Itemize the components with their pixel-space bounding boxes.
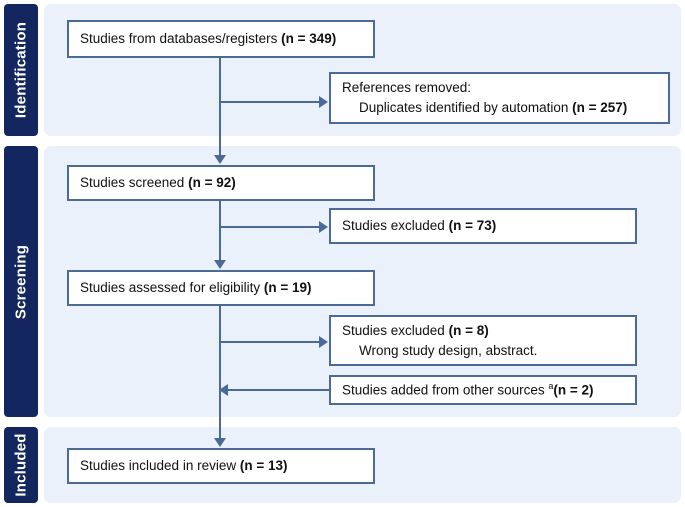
box-studies-included-line1: Studies included in review (n = 13)	[80, 456, 362, 476]
connector-studies-added-to-trunk	[228, 389, 331, 391]
connector-databases-to-references-removed	[219, 101, 322, 103]
box-references-removed[interactable]: References removed: Duplicates identifie…	[329, 72, 670, 124]
connector-assessed-to-included	[219, 305, 221, 439]
box-studies-added-superscript-a: a	[548, 380, 554, 391]
box-studies-excluded-eligibility-line1: Studies excluded (n = 8)	[342, 321, 624, 341]
stage-label-identification: Identification	[12, 21, 30, 119]
connector-screened-to-excluded	[219, 226, 322, 228]
arrowhead-studies-excluded-eligibility	[319, 336, 328, 348]
stage-label-included: Included	[12, 433, 30, 497]
connector-databases-to-screened	[219, 57, 221, 156]
box-studies-from-databases-text: Studies from databases/registers	[80, 31, 282, 47]
stage-band-screening: Screening	[4, 146, 38, 417]
box-studies-excluded-eligibility[interactable]: Studies excluded (n = 8) Wrong study des…	[329, 315, 637, 366]
arrowhead-studies-excluded-screened	[319, 221, 328, 233]
box-studies-screened-line1: Studies screened (n = 92)	[80, 173, 362, 193]
stage-band-identification: Identification	[4, 4, 38, 136]
box-studies-added-line1: Studies added from other sources a(n = 2…	[342, 380, 624, 400]
stage-label-screening: Screening	[12, 244, 30, 319]
stage-band-included: Included	[4, 427, 38, 503]
arrowhead-databases-to-screened	[214, 155, 226, 164]
arrowhead-studies-added	[219, 384, 228, 396]
box-studies-screened-text: Studies screened	[80, 175, 189, 191]
box-studies-screened-count: (n = 92)	[188, 175, 236, 191]
box-studies-screened[interactable]: Studies screened (n = 92)	[67, 165, 375, 201]
box-studies-assessed-for-eligibility[interactable]: Studies assessed for eligibility (n = 19…	[67, 270, 375, 306]
box-studies-excluded-screened[interactable]: Studies excluded (n = 73)	[329, 208, 637, 244]
box-studies-included-text: Studies included in review	[80, 458, 240, 474]
box-references-removed-line1: References removed:	[342, 80, 472, 96]
box-studies-added-count: (n = 2)	[553, 382, 594, 398]
box-studies-included-in-review[interactable]: Studies included in review (n = 13)	[67, 448, 375, 484]
connector-screened-to-assessed	[219, 200, 221, 261]
connector-assessed-to-excluded-eligibility	[219, 341, 322, 343]
box-references-removed-text: Duplicates identified by automation	[359, 100, 573, 115]
arrowhead-screened-to-assessed	[214, 260, 226, 269]
box-studies-from-databases[interactable]: Studies from databases/registers (n = 34…	[67, 20, 375, 58]
box-studies-from-databases-count: (n = 349)	[281, 31, 337, 47]
box-studies-excluded-eligibility-count: (n = 8)	[448, 322, 489, 338]
box-studies-assessed-count: (n = 19)	[263, 280, 312, 296]
box-studies-excluded-eligibility-text: Studies excluded	[342, 322, 449, 338]
box-references-removed-line2: Duplicates identified by automation (n =…	[342, 98, 657, 118]
box-references-removed-count: (n = 257)	[572, 100, 628, 115]
box-studies-excluded-eligibility-line2: Wrong study design, abstract.	[359, 342, 538, 358]
box-studies-excluded-screened-line1: Studies excluded (n = 73)	[342, 216, 624, 236]
box-studies-excluded-screened-count: (n = 73)	[448, 218, 497, 234]
box-studies-included-count: (n = 13)	[239, 458, 288, 474]
box-studies-excluded-screened-text: Studies excluded	[342, 218, 449, 234]
box-studies-added-text: Studies added from other sources	[342, 382, 549, 398]
box-studies-assessed-line1: Studies assessed for eligibility (n = 19…	[80, 278, 362, 298]
box-studies-assessed-text: Studies assessed for eligibility	[80, 280, 264, 296]
arrowhead-assessed-to-included	[214, 438, 226, 447]
box-studies-from-databases-line1: Studies from databases/registers (n = 34…	[80, 29, 362, 49]
arrowhead-references-removed	[319, 96, 328, 108]
box-studies-added-from-other-sources[interactable]: Studies added from other sources a(n = 2…	[329, 375, 637, 405]
